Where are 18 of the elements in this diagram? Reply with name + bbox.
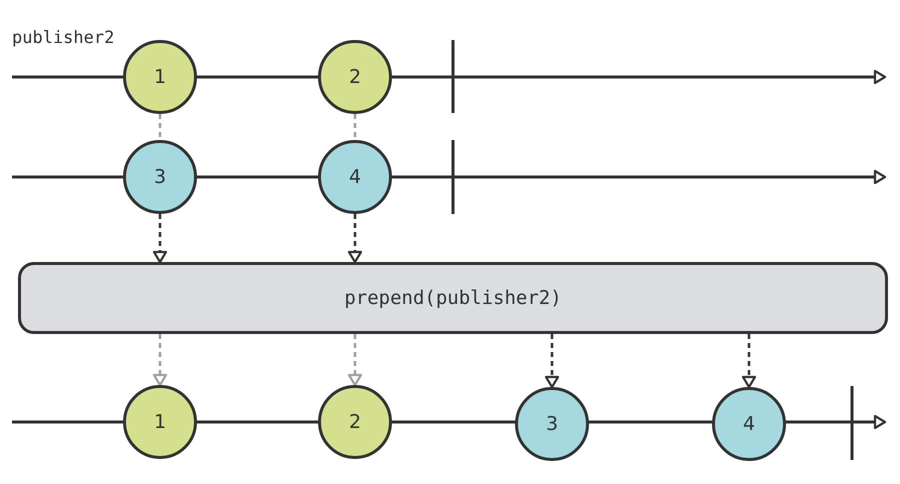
marble: 3 — [515, 387, 589, 461]
arrow — [152, 214, 168, 264]
stream-label: publisher2 — [12, 28, 114, 48]
connector-line — [158, 114, 162, 140]
arrow — [742, 334, 756, 388]
arrow — [152, 334, 168, 386]
arrow — [348, 214, 362, 264]
operator-box: prepend(publisher2) — [18, 262, 888, 334]
connector-line — [354, 114, 356, 140]
marble: 1 — [123, 40, 197, 114]
marble: 2 — [318, 40, 392, 114]
marble: 4 — [318, 140, 392, 214]
marble: 1 — [123, 385, 197, 459]
marble: 3 — [123, 140, 197, 214]
arrow — [348, 334, 362, 386]
marble: 4 — [712, 387, 786, 461]
arrow — [544, 334, 560, 388]
marble: 2 — [318, 385, 392, 459]
